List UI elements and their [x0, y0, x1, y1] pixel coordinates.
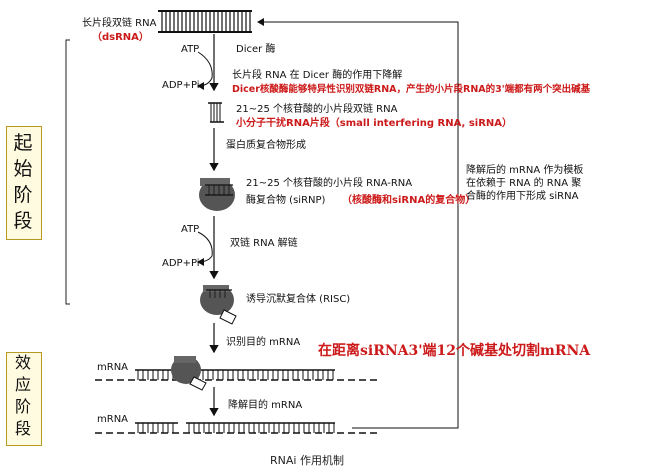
mrna-strand-1 [95, 370, 380, 380]
dicer-label: Dicer 酶 [236, 44, 275, 56]
template-label-3: 合酶的作用下形成 siRNA [466, 191, 578, 203]
feedback-arrow [258, 22, 458, 428]
sirna-name: 小分子干扰RNA片段（small interfering RNA, siRNA） [236, 118, 512, 130]
sirnp-label-1: 21~25 个核苷酸的小片段 RNA-RNA [246, 178, 412, 190]
long-dsrna-icon [158, 11, 252, 32]
initiation-stage-label: 起始阶段 [8, 130, 38, 234]
adp-pi-label-1: ADP+Pi [162, 80, 200, 92]
risc-complex-icon [200, 285, 236, 324]
sirnp-label-2b: （核酸酶和siRNA的复合物） [342, 195, 475, 207]
small-dsrna-icon [208, 103, 224, 122]
atp-label-2: ATP [181, 224, 199, 236]
risc-on-mrna-icon [171, 356, 206, 390]
atp-curve-1 [198, 52, 212, 86]
cleave-note: 在距离siRNA3'端12个碱基处切割mRNA [318, 340, 590, 360]
unwind-label: 双链 RNA 解链 [230, 238, 298, 250]
dsrna-label: （dsRNA） [92, 32, 149, 44]
effector-stage-label: 效应阶段 [8, 352, 38, 440]
adp-pi-label-2: ADP+Pi [162, 258, 200, 270]
atp-curve-2 [198, 232, 212, 262]
initiation-bracket [66, 40, 70, 304]
small-dsrna-label: 21~25 个核苷酸的小片段双链 RNA [236, 104, 397, 116]
sirnp-label-2a: 酶复合物 (siRNP) [246, 195, 325, 207]
atp-label-1: ATP [181, 44, 199, 56]
risc-label: 诱导沉默复合体 (RISC) [246, 294, 350, 306]
template-label-2: 在依赖于 RNA 的 RNA 聚 [466, 178, 581, 190]
protein-complex-label: 蛋白质复合物形成 [226, 140, 306, 152]
degrade-label: 降解目的 mRNA [228, 400, 302, 412]
figure-caption: RNAi 作用机制 [270, 452, 344, 468]
dicer-action-label: 长片段 RNA 在 Dicer 酶的作用下降解 [232, 70, 402, 82]
long-dsrna-label: 长片段双链 RNA [82, 18, 156, 30]
mrna-label-1: mRNA [97, 362, 128, 374]
template-label-1: 降解后的 mRNA 作为模板 [466, 165, 583, 177]
mrna-label-2: mRNA [97, 414, 128, 426]
recognize-label: 识别目的 mRNA [226, 337, 300, 349]
mrna-strand-2 [95, 423, 380, 433]
sirnp-complex-icon [199, 178, 235, 211]
dicer-note: Dicer核酸酶能够特异性识别双链RNA，产生的小片段RNA的3'端都有两个突出… [232, 84, 590, 96]
